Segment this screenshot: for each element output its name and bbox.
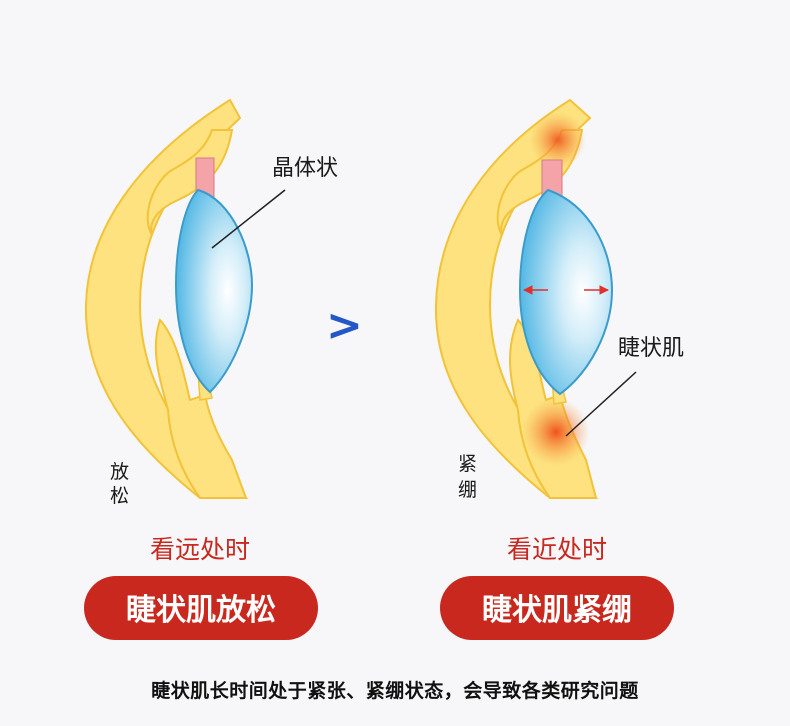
left-upper-spur — [146, 129, 234, 236]
right-eye — [434, 98, 637, 499]
right-caption: 看近处时 — [507, 535, 607, 564]
right-pill: 睫状肌紧绷 — [440, 576, 674, 640]
bottom-note: 睫状肌长时间处于紧张、紧绷状态，会导致各类研究问题 — [151, 680, 639, 702]
tense-label-char-1: 紧 — [458, 453, 477, 475]
tension-spot-upper — [530, 112, 586, 168]
comparison-symbol: > — [326, 300, 363, 351]
tense-label-char-2: 绷 — [458, 479, 477, 501]
left-eye — [84, 98, 286, 499]
ciliary-pointer-line — [565, 371, 637, 437]
tension-spot-lower — [522, 398, 590, 466]
left-pill: 睫状肌放松 — [84, 576, 318, 640]
ciliary-muscle-label: 睫状肌 — [618, 336, 684, 361]
left-pill-text: 睫状肌放松 — [126, 593, 276, 628]
relaxed-label-char-2: 松 — [110, 485, 129, 507]
left-caption: 看远处时 — [150, 535, 250, 564]
right-lens — [518, 188, 614, 396]
left-lens — [174, 188, 254, 394]
relaxed-label-char-1: 放 — [110, 461, 129, 483]
right-pill-text: 睫状肌紧绷 — [482, 593, 632, 628]
lens-pointer-line — [211, 189, 286, 249]
lens-label: 晶体状 — [272, 156, 338, 181]
left-lower-spur — [154, 318, 248, 499]
